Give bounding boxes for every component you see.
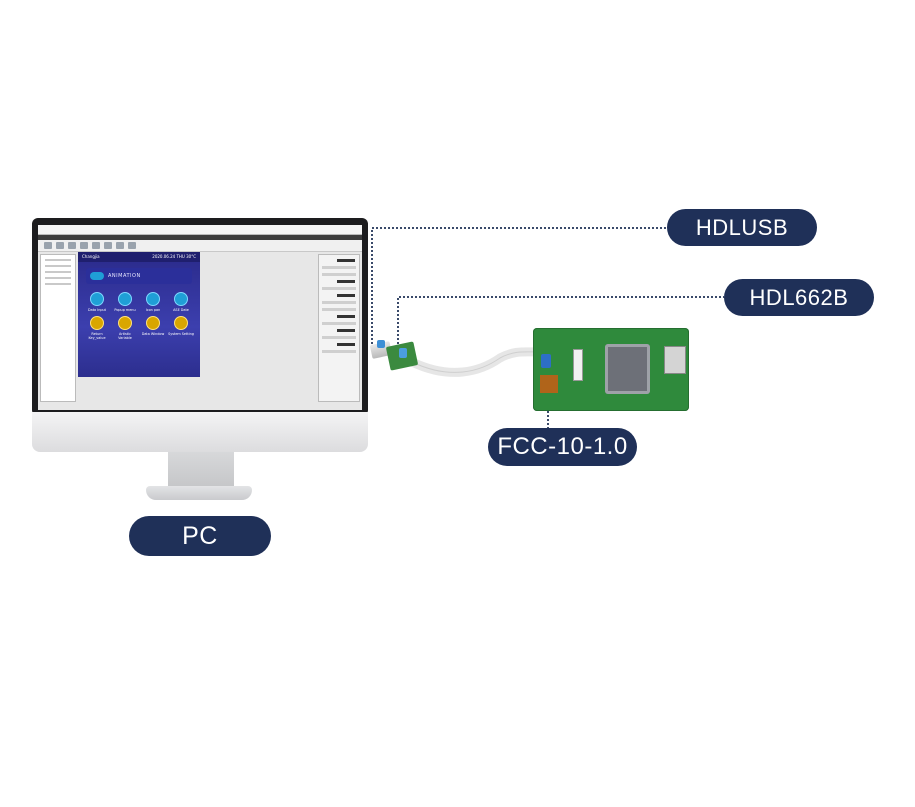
tree-row xyxy=(45,265,71,267)
board-fpc-socket xyxy=(540,375,558,393)
hmi-brand: Changjia xyxy=(82,254,100,259)
hmi-button-grid: Data Input Popup menu Icon pan ASE Date … xyxy=(78,290,200,342)
hdl662b-line xyxy=(397,296,724,352)
hmi-preview: Changjia 2020.06.24 THU 30°C ANIMATION D… xyxy=(78,252,200,377)
hdl662b-label: HDL662B xyxy=(724,279,874,316)
property-row xyxy=(322,273,356,276)
property-field xyxy=(337,259,355,262)
tree-row xyxy=(45,271,71,273)
software-title-bar xyxy=(38,225,362,235)
board-chip xyxy=(605,344,650,394)
gold-circle-icon xyxy=(90,316,104,330)
board-fpc-connector xyxy=(573,349,583,381)
hdl662b-connector xyxy=(399,348,407,358)
blue-circle-icon xyxy=(90,292,104,306)
property-row xyxy=(322,336,356,339)
gold-circle-icon xyxy=(174,316,188,330)
property-row xyxy=(322,322,356,325)
hdlusb-line xyxy=(371,227,667,344)
toolbar-icon xyxy=(80,242,88,249)
hmi-button: Icon pan xyxy=(140,292,166,312)
toolbar-icon xyxy=(68,242,76,249)
hmi-button: Data Window xyxy=(140,316,166,340)
hmi-button: ASE Date xyxy=(168,292,194,312)
toolbar-icon xyxy=(92,242,100,249)
toolbar-icon xyxy=(116,242,124,249)
property-row xyxy=(322,266,356,269)
hmi-button-label: System Setting xyxy=(168,332,194,336)
usb-plug-tab xyxy=(377,340,385,348)
hmi-button: Data Input xyxy=(84,292,110,312)
hmi-banner-text: ANIMATION xyxy=(108,273,141,279)
project-tree-panel xyxy=(40,254,76,402)
software-menu-bar xyxy=(38,235,362,240)
monitor-stand-base xyxy=(146,486,252,500)
property-field xyxy=(337,343,355,346)
monitor-stand-neck xyxy=(168,452,234,488)
hmi-banner: ANIMATION xyxy=(86,268,192,284)
hmi-button-label: ASE Date xyxy=(173,308,189,312)
hmi-banner-icon xyxy=(90,272,104,280)
property-row xyxy=(322,308,356,311)
fcc-label: FCC-10-1.0 xyxy=(488,428,637,466)
property-field xyxy=(337,294,355,297)
hmi-button-label: Return Key_value xyxy=(88,332,106,340)
blue-circle-icon xyxy=(118,292,132,306)
board-sd-slot xyxy=(664,346,686,374)
toolbar-icon xyxy=(44,242,52,249)
blue-circle-icon xyxy=(174,292,188,306)
hmi-button-label: Data Window xyxy=(141,332,165,336)
property-row xyxy=(322,350,356,353)
property-field xyxy=(337,315,355,318)
board-component xyxy=(541,354,551,368)
hmi-status-bar: Changjia 2020.06.24 THU 30°C xyxy=(78,252,200,262)
toolbar-icon xyxy=(128,242,136,249)
tree-row xyxy=(45,283,71,285)
tree-row xyxy=(45,277,71,279)
property-row xyxy=(322,287,356,290)
properties-panel xyxy=(318,254,360,402)
hmi-button: System Setting xyxy=(168,316,194,340)
software-toolbar xyxy=(38,240,362,252)
tree-row xyxy=(45,259,71,261)
gold-circle-icon xyxy=(118,316,132,330)
monitor-chin xyxy=(32,412,368,452)
property-field xyxy=(337,329,355,332)
property-field xyxy=(337,280,355,283)
hmi-button-label: Popup menu xyxy=(114,308,136,312)
hmi-status: 2020.06.24 THU 30°C xyxy=(152,254,196,259)
pc-label: PC xyxy=(129,516,271,556)
hmi-button: Popup menu xyxy=(112,292,138,312)
software-workspace: Changjia 2020.06.24 THU 30°C ANIMATION D… xyxy=(38,252,362,402)
hdlusb-label: HDLUSB xyxy=(667,209,817,246)
hmi-button-label: Data Input xyxy=(88,308,106,312)
monitor-screen: Changjia 2020.06.24 THU 30°C ANIMATION D… xyxy=(38,225,362,410)
hmi-button: Artistic Variable xyxy=(112,316,138,340)
hmi-button-label: Icon pan xyxy=(145,308,161,312)
property-row xyxy=(322,301,356,304)
hmi-button-label: Artistic Variable xyxy=(118,332,132,340)
toolbar-icon xyxy=(56,242,64,249)
blue-circle-icon xyxy=(146,292,160,306)
flex-cable-edge xyxy=(411,351,541,373)
hmi-button: Return Key_value xyxy=(84,316,110,340)
gold-circle-icon xyxy=(146,316,160,330)
toolbar-icon xyxy=(104,242,112,249)
